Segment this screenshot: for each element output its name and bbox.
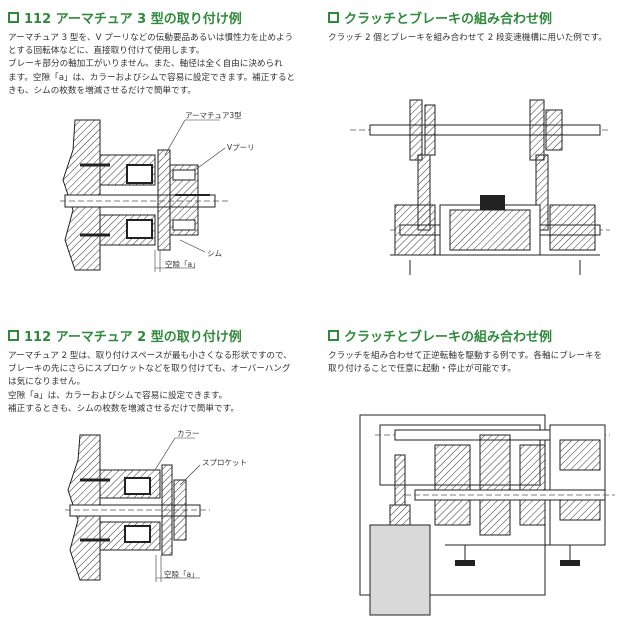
text-line: ブレーキ部分の軸加工がいりません。また、軸径は全く自由に決められ <box>8 59 283 70</box>
armature3-drawing: アーマチュア3型 Vプーリ シム 空隙「a」 <box>60 111 255 272</box>
section-heading: 112 アーマチュア 3 型の取り付け例 <box>8 8 313 27</box>
text-line: ます。空隙「a」は、カラーおよびシムで容易に設定できます。補正すると <box>8 72 296 83</box>
reverse-drive-drawing <box>359 414 615 616</box>
section-title: クラッチとブレーキの組み合わせ例 <box>344 12 553 27</box>
text-line: は気になりません。 <box>8 377 86 388</box>
text-line: クラッチ 2 個とブレーキを組み合わせて 2 段変速機構に用いた例です。 <box>328 33 607 43</box>
section-clutch-brake-1: クラッチとブレーキの組み合わせ例 クラッチ 2 個とブレーキを組み合わせて 2 … <box>328 8 628 45</box>
text-line: アーマチュア 3 型を、V プーリなどの伝動要品あるいは慣性力を止めよう <box>8 33 294 43</box>
text-line: 取り付けることで任意に起動・停止が可能です。 <box>328 364 516 375</box>
label-collar: カラー <box>177 430 200 438</box>
armature2-drawing: カラー スプロケット 空隙「a」 <box>65 430 247 582</box>
label-gap: 空隙「a」 <box>165 259 200 269</box>
label-gap: 空隙「a」 <box>164 569 199 579</box>
section-title: クラッチとブレーキの組み合わせ例 <box>344 330 553 345</box>
section-clutch-brake-2: クラッチとブレーキの組み合わせ例 クラッチを組み合わせて正逆転軸を駆動する例です… <box>328 326 628 376</box>
heading-square-icon <box>328 12 339 23</box>
section-text: アーマチュア 3 型を、V プーリなどの伝動要品あるいは慣性力を止めよう とする… <box>8 32 313 98</box>
label-pulley: Vプーリ <box>227 143 255 152</box>
section-title: 112 アーマチュア 3 型の取り付け例 <box>24 12 242 27</box>
two-speed-drawing <box>350 99 610 275</box>
heading-square-icon <box>8 12 19 23</box>
text-line: 補正するときも、シムの枚数を増減させるだけで簡単です。 <box>8 403 239 414</box>
section-text: クラッチ 2 個とブレーキを組み合わせて 2 段変速機構に用いた例です。 <box>328 32 628 45</box>
text-line: クラッチを組み合わせて正逆転軸を駆動する例です。各軸にブレーキを <box>328 351 603 361</box>
section-heading: クラッチとブレーキの組み合わせ例 <box>328 326 628 345</box>
text-line: アーマチュア 2 型は、取り付けスペースが最も小さくなる形状ですので、 <box>8 351 292 361</box>
section-heading: 112 アーマチュア 2 型の取り付け例 <box>8 326 313 345</box>
section-text: クラッチを組み合わせて正逆転軸を駆動する例です。各軸にブレーキを 取り付けること… <box>328 350 628 376</box>
text-line: ブレーキの先にさらにスプロケットなどを取り付けても、オーバーハング <box>8 364 291 375</box>
heading-square-icon <box>328 330 339 341</box>
section-text: アーマチュア 2 型は、取り付けスペースが最も小さくなる形状ですので、 ブレーキ… <box>8 350 313 416</box>
text-line: きも、シムの枚数を増減させるだけで簡単です。 <box>8 85 196 96</box>
text-line: 空隙「a」は、カラーおよびシムで容易に設定できます。 <box>8 390 228 401</box>
heading-square-icon <box>8 330 19 341</box>
section-armature3: 112 アーマチュア 3 型の取り付け例 アーマチュア 3 型を、V プーリなど… <box>8 8 313 98</box>
section-heading: クラッチとブレーキの組み合わせ例 <box>328 8 628 27</box>
label-shim: シム <box>207 249 222 258</box>
label-armature: アーマチュア3型 <box>185 111 242 120</box>
section-title: 112 アーマチュア 2 型の取り付け例 <box>24 330 242 345</box>
label-sprocket: スプロケット <box>202 458 247 467</box>
section-armature2: 112 アーマチュア 2 型の取り付け例 アーマチュア 2 型は、取り付けスペー… <box>8 326 313 416</box>
text-line: とする回転体などに、直接取り付けて使用します。 <box>8 46 205 57</box>
